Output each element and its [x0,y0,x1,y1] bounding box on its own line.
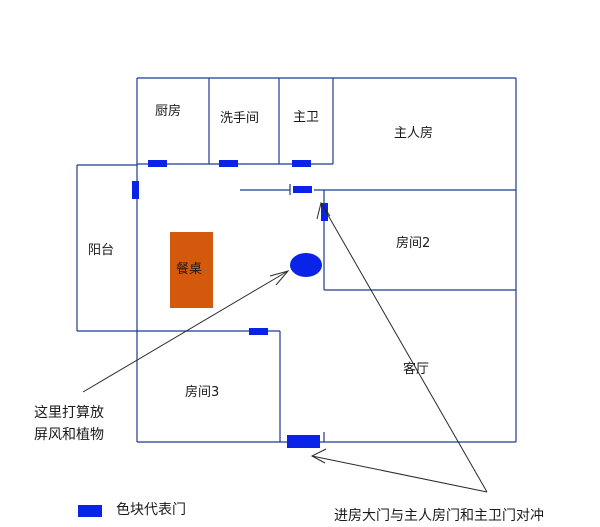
room-label-dining-table: 餐桌 [176,262,203,277]
door-master-bedroom [293,186,312,193]
door-master-bath [292,160,311,167]
room-label-room3: 房间3 [185,385,220,400]
door-conflict-note: 进房大门与主人房门和主卫门对冲 [334,508,544,524]
door-kitchen [148,160,167,167]
door-room3 [249,328,268,335]
arrowhead-conflict-entrance [310,448,327,464]
arrow-conflict-entrance [311,455,488,493]
arrowhead-screen-note [269,270,290,286]
room-label-room2: 房间2 [396,236,431,251]
door-washroom [219,160,238,167]
room-label-balcony: 阳台 [88,243,115,258]
room-label-kitchen: 厨房 [155,104,182,119]
door-room2 [321,203,328,221]
arrow-conflict-door-bedroom [320,202,488,493]
screen-note-line2: 屏风和植物 [34,427,104,443]
room-label-master-bath: 主卫 [293,110,320,125]
room-label-living-room: 客厅 [403,362,430,377]
dining-table [170,232,213,308]
doors [132,160,328,448]
legend-door-swatch [78,505,102,517]
door-main-entrance [287,435,320,448]
arrow-screen-note [82,270,289,393]
screen-note-line1: 这里打算放 [34,405,104,421]
room-label-washroom: 洗手间 [220,111,260,126]
arrowhead-conflict-door-bedroom [316,201,331,220]
arrows [82,201,488,493]
legend-door-label: 色块代表门 [116,502,186,518]
door-balcony [132,181,139,199]
screen-location-marker [290,253,322,277]
room-label-master-bedroom: 主人房 [394,126,434,141]
